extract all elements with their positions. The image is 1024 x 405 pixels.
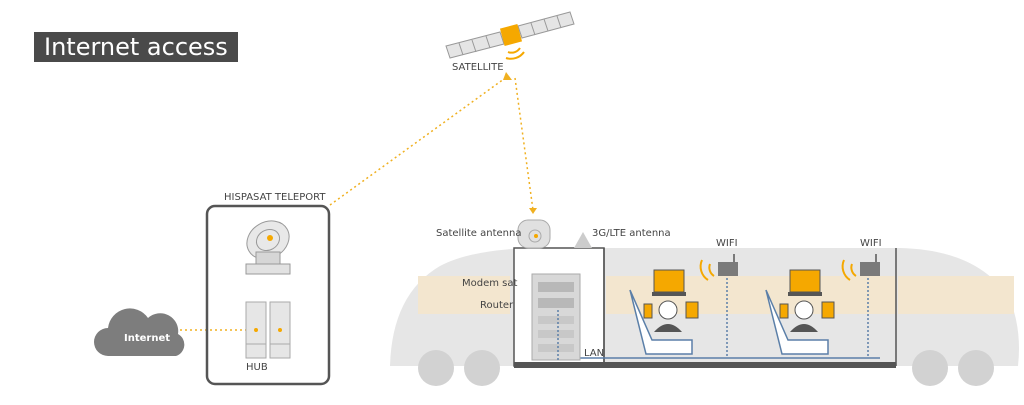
wifi-router-icon-2 bbox=[841, 254, 880, 281]
phone-icon-2 bbox=[779, 303, 789, 319]
modem-label: Modem sat bbox=[462, 278, 518, 289]
teleport-box bbox=[205, 204, 331, 386]
satellite-antenna-label: Satellite antenna bbox=[436, 228, 522, 239]
internet-cloud-icon bbox=[94, 308, 185, 356]
router-label: Router bbox=[480, 300, 514, 311]
lte-antenna-icon bbox=[574, 232, 592, 248]
lan-lines bbox=[557, 278, 869, 360]
passenger-seat-1 bbox=[629, 269, 699, 355]
modem-device bbox=[538, 282, 574, 292]
laptop-icon-1 bbox=[653, 269, 685, 293]
equipment-rack bbox=[531, 273, 581, 361]
hub-label: HUB bbox=[246, 362, 268, 373]
internet-label: Internet bbox=[124, 333, 171, 344]
wifi-label-2: WIFI bbox=[860, 238, 882, 249]
wifi-label-1: WIFI bbox=[716, 238, 738, 249]
phone-icon-1 bbox=[643, 303, 653, 319]
tablet-icon-1 bbox=[685, 301, 699, 319]
train-wheels bbox=[418, 350, 994, 386]
satellite-antenna-icon bbox=[517, 219, 551, 249]
satellite-label: SATELLITE bbox=[452, 62, 504, 73]
wifi-router-icon-1 bbox=[699, 254, 738, 281]
page-title: Internet access bbox=[34, 32, 238, 62]
satellite-antenna-link bbox=[514, 77, 534, 211]
teleport-label: HISPASAT TELEPORT bbox=[224, 192, 326, 203]
dish-antenna-icon bbox=[245, 220, 291, 275]
router-device bbox=[538, 298, 574, 308]
lte-antenna-label: 3G/LTE antenna bbox=[592, 228, 671, 239]
passenger-seat-2 bbox=[765, 269, 835, 355]
satellite-icon bbox=[445, 11, 575, 60]
tablet-icon-2 bbox=[821, 301, 835, 319]
lan-label: LAN bbox=[584, 348, 605, 359]
laptop-icon-2 bbox=[789, 269, 821, 293]
hub-server-icon bbox=[245, 301, 291, 359]
teleport-satellite-link bbox=[329, 75, 509, 206]
